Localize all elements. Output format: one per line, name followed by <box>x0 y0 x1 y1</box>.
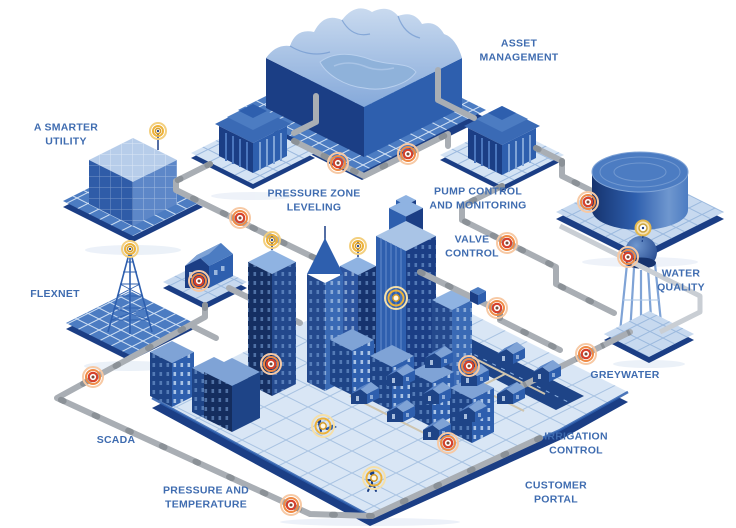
label-a-smarter-utility: A SMARTER UTILITY <box>33 121 99 147</box>
label-customer-portal: CUSTOMER PORTAL <box>525 479 587 505</box>
pipe-sensor-icon <box>616 245 640 269</box>
label-water-quality: WATER QUALITY <box>657 267 705 293</box>
tower-c-spire <box>307 226 343 391</box>
pipe-sensor-icon <box>326 151 350 175</box>
apartment-blocks <box>150 329 494 443</box>
pipe-sensor-icon <box>228 206 252 230</box>
rooftop-sensor-icon <box>384 286 408 310</box>
label-scada: SCADA <box>96 434 136 447</box>
antenna-halo-icon <box>149 122 167 140</box>
label-pump-control-and-monitoring: PUMP CONTROL AND MONITORING <box>429 185 527 211</box>
yard-sensor-icon <box>311 414 335 438</box>
storage-tank <box>556 151 724 261</box>
building-sensor-icon <box>457 354 481 378</box>
pipe-sensor-icon <box>574 342 598 366</box>
pipe-sensor-icon <box>485 296 509 320</box>
antenna-halo-icon <box>263 231 281 249</box>
label-irrigation-control: IRRIGATION CONTROL <box>544 430 608 456</box>
label-pressure-zone-leveling: PRESSURE ZONE LEVELING <box>267 187 361 213</box>
pipe-sensor-icon <box>187 269 211 293</box>
pipe-sensor-icon <box>495 231 519 255</box>
antenna-halo-icon <box>121 240 139 258</box>
dark-slab-building <box>204 358 260 432</box>
label-pressure-and-temperature: PRESSURE AND TEMPERATURE <box>162 484 250 510</box>
label-asset-management: ASSET MANAGEMENT <box>479 37 559 63</box>
building-sensor-icon <box>259 352 283 376</box>
meter-gauge-icon <box>634 219 652 244</box>
tower-b-dark <box>248 234 296 396</box>
customer-halo-icon <box>362 466 386 490</box>
label-valve-control: VALVE CONTROL <box>445 233 499 259</box>
pipe-sensor-icon <box>279 493 303 517</box>
pipe-sensor-icon <box>396 142 420 166</box>
valve-box <box>470 287 486 305</box>
lattice-tower <box>107 253 153 334</box>
pipe-greywater <box>505 329 633 396</box>
building-sensor-icon <box>436 431 460 455</box>
pipe-sensor-icon <box>81 365 105 389</box>
pipe-sensor-icon <box>576 190 600 214</box>
utility-hq-cube-building <box>63 133 203 242</box>
label-flexnet: FLEXNET <box>30 288 80 301</box>
sensors <box>81 122 652 517</box>
label-greywater: GREYWATER <box>590 369 660 382</box>
antenna-halo-icon <box>349 237 367 255</box>
